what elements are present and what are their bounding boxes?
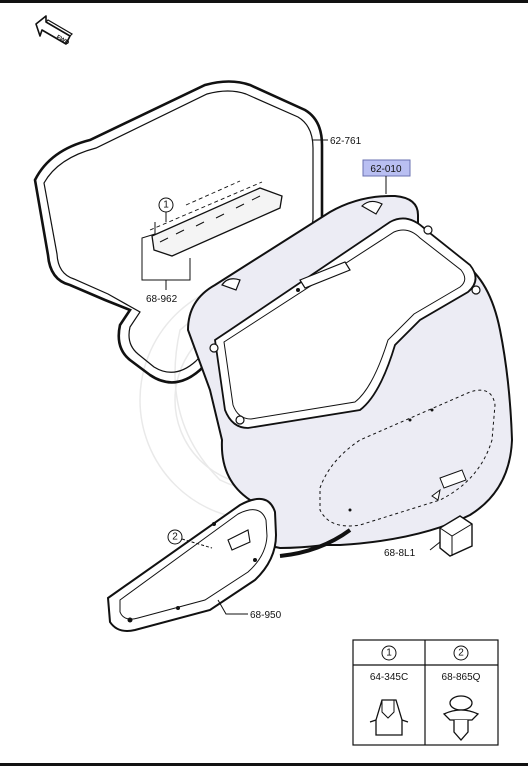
liftgate-part <box>186 194 514 550</box>
part-label-62-761: 62-761 <box>330 136 362 147</box>
legend-callout-1-number: 1 <box>386 648 392 659</box>
part-label-68-8l1: 68-8L1 <box>384 548 416 559</box>
top-border <box>0 0 528 3</box>
leader-68-950 <box>217 599 248 615</box>
bracket-68-962 <box>141 212 191 281</box>
leader-68-8l1 <box>429 541 441 551</box>
legend-callout-2-number: 2 <box>458 648 464 659</box>
legend-callout-2-circle <box>453 645 469 661</box>
legend-part-68-865q: 68-865Q <box>442 672 481 683</box>
fwd-arrow-icon: FWD <box>35 15 73 47</box>
part-label-68-950: 68-950 <box>250 610 282 621</box>
part-label-68-962: 68-962 <box>146 294 178 305</box>
weatherstrip-arc <box>279 528 352 558</box>
push-rivet-icon <box>442 695 480 741</box>
leader-callout-2 <box>181 538 213 549</box>
bottom-border <box>0 763 528 766</box>
part-label-62-010: 62-010 <box>370 164 402 175</box>
fastener-legend-table: 1 2 64-345C 68-865Q <box>352 639 499 746</box>
brake-light-part <box>149 180 283 257</box>
spring-clip-icon <box>369 699 409 736</box>
legend-part-64-345c: 64-345C <box>370 672 408 683</box>
trim-panel-part <box>106 497 278 632</box>
callout-2-number: 2 <box>172 532 178 543</box>
callout-2-circle <box>167 529 183 545</box>
handle-bracket-part <box>439 515 473 557</box>
callout-1-number: 1 <box>163 200 169 211</box>
legend-callout-1-circle <box>381 645 397 661</box>
